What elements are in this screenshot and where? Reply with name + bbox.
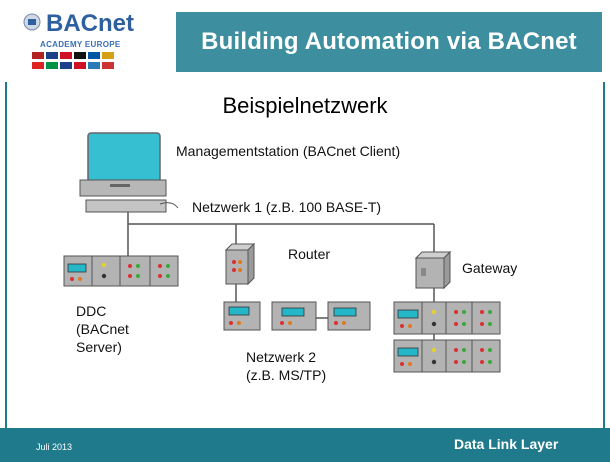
network2-label-line1: Netzwerk 2 [246, 349, 317, 365]
gateway-icon [414, 250, 452, 290]
ddc-label-line2: (BACnet [76, 321, 129, 337]
footer-date: Juli 2013 [36, 442, 73, 452]
logo-wordmark: BACnet [46, 10, 134, 37]
network2-device-1 [223, 301, 261, 331]
network2-label-line2: (z.B. MS/TP) [246, 367, 327, 383]
gateway-controller-1 [393, 301, 501, 335]
gateway-label: Gateway [462, 260, 518, 276]
right-border [603, 82, 605, 428]
router-icon [224, 242, 256, 286]
slide-heading: Beispielnetzwerk [222, 93, 388, 118]
logo-graphic [23, 13, 114, 69]
ddc-label-line1: DDC [76, 303, 107, 319]
ddc-label-line3: Server) [76, 339, 122, 355]
management-station-label: Managementstation (BACnet Client) [176, 143, 401, 159]
network1-label: Netzwerk 1 (z.B. 100 BASE-T) [192, 199, 382, 215]
ddc-device-icon [63, 255, 179, 287]
slide-title: Building Automation via BACnet [201, 28, 577, 55]
network2-device-2 [271, 301, 317, 331]
gateway-controller-2 [393, 339, 501, 373]
footer-bar [0, 428, 610, 462]
management-station-icon [79, 132, 179, 213]
footer-topic: Data Link Layer [454, 436, 559, 452]
title-banner: Building Automation via BACnet [176, 12, 602, 72]
network2-device-3 [327, 301, 371, 331]
logo-subtitle: ACADEMY EUROPE [40, 40, 121, 49]
bacnet-academy-logo: BACnet ACADEMY EUROPE [10, 8, 160, 74]
router-label: Router [288, 246, 331, 262]
left-border [5, 82, 7, 428]
